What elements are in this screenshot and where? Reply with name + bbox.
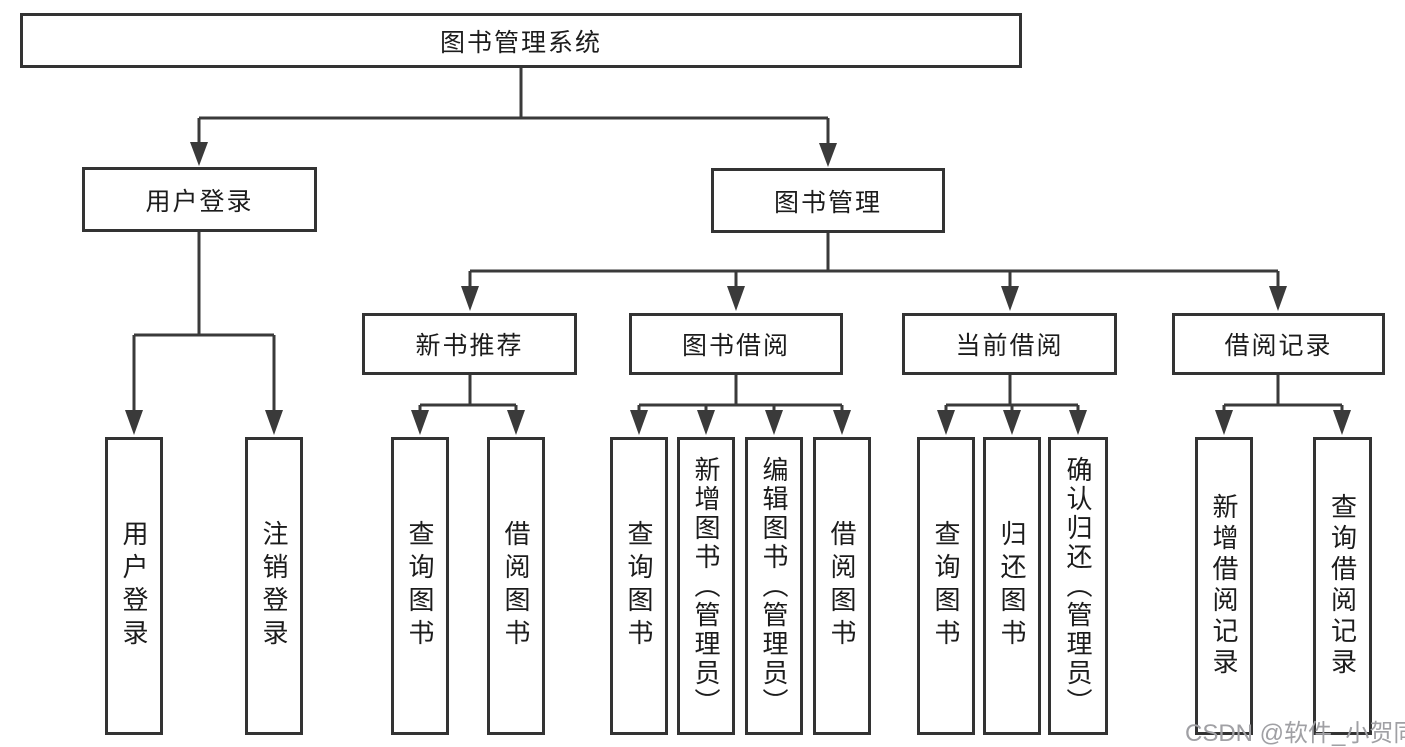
- leaf-borrow-query-books: 查询图书: [610, 437, 668, 735]
- node-label: 查询借阅记录: [1327, 493, 1358, 679]
- node-label: 归还图书: [997, 520, 1027, 652]
- node-user-login: 用户登录: [82, 167, 317, 232]
- node-label: 注销登录: [259, 520, 289, 652]
- node-library-management-system: 图书管理系统: [20, 13, 1022, 68]
- csdn-watermark: CSDN @软件_小贺同学: [1185, 720, 1405, 747]
- leaf-current-confirm-return-admin: 确认归还（管理员）: [1048, 437, 1108, 735]
- leaf-records-add-borrow-record: 新增借阅记录: [1195, 437, 1253, 735]
- node-label: 借阅记录: [1224, 332, 1333, 360]
- node-label: 借阅图书: [827, 520, 857, 652]
- node-label: 新增借阅记录: [1209, 493, 1239, 679]
- node-label: 查询图书: [624, 520, 654, 652]
- leaf-logout: 注销登录: [245, 437, 303, 735]
- node-label: 新增图书（管理员）: [691, 455, 721, 717]
- leaf-user-login: 用户登录: [105, 437, 163, 735]
- node-book-borrowing: 图书借阅: [629, 313, 843, 375]
- node-label: 用户登录: [119, 520, 149, 652]
- node-label: 编辑图书（管理员）: [759, 455, 789, 717]
- node-label: 新书推荐: [415, 332, 524, 360]
- node-borrowing-records: 借阅记录: [1172, 313, 1385, 375]
- node-label: 确认归还（管理员）: [1063, 455, 1093, 717]
- node-new-book-recommendation: 新书推荐: [362, 313, 577, 375]
- node-book-management: 图书管理: [711, 168, 945, 233]
- node-label: 查询图书: [931, 520, 961, 652]
- node-label: 查询图书: [405, 520, 435, 652]
- node-label: 当前借阅: [955, 332, 1064, 360]
- leaf-recommend-query-books: 查询图书: [391, 437, 449, 735]
- leaf-borrow-add-books-admin: 新增图书（管理员）: [677, 437, 735, 735]
- leaf-recommend-borrow-books: 借阅图书: [487, 437, 545, 735]
- leaf-borrow-edit-books-admin: 编辑图书（管理员）: [745, 437, 803, 735]
- leaf-records-query-borrow-record: 查询借阅记录: [1313, 437, 1372, 735]
- node-label: 借阅图书: [501, 520, 531, 652]
- node-label: 图书管理系统: [439, 28, 602, 57]
- node-label: 图书管理: [773, 188, 882, 217]
- leaf-current-query-books: 查询图书: [917, 437, 975, 735]
- node-current-borrowing: 当前借阅: [902, 313, 1117, 375]
- leaf-current-return-books: 归还图书: [983, 437, 1041, 735]
- node-label: 图书借阅: [681, 332, 790, 360]
- node-label: 用户登录: [145, 187, 254, 216]
- leaf-borrow-borrow-books: 借阅图书: [813, 437, 871, 735]
